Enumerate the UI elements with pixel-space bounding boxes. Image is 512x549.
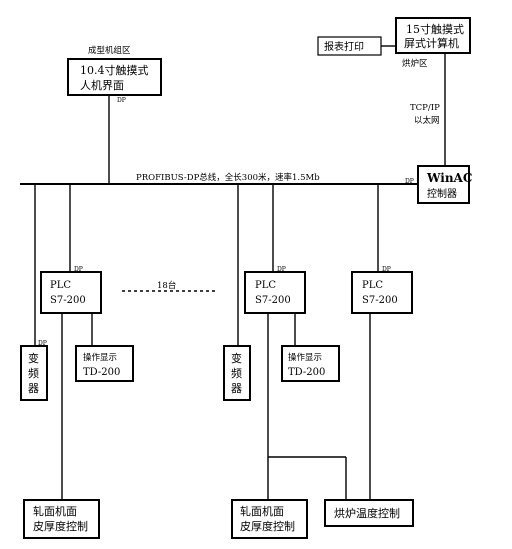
print-label: 报表打印 <box>324 40 364 53</box>
plc3-port-label: DP <box>382 266 391 273</box>
ctrl1-line1: 轧面机面 <box>33 504 77 518</box>
ctrl1-box <box>23 499 100 539</box>
plc3-line2: S7-200 <box>362 295 398 306</box>
oven-box <box>324 499 414 527</box>
labels: 成型机组区 10.4寸触摸式 人机界面 DP 15寸触摸式 屏式计算机 烘炉区 … <box>28 22 472 533</box>
winac-line1: WinAC <box>426 171 472 185</box>
touch10-line2: 人机界面 <box>80 78 124 92</box>
ctrl2-line2: 皮厚度控制 <box>240 519 295 533</box>
td1-box <box>75 345 134 382</box>
inverter1-char2: 频 <box>28 366 39 380</box>
oven-label: 烘炉温度控制 <box>334 506 400 520</box>
td1-line1: 操作显示 <box>83 352 117 363</box>
touch10-line1: 10.4寸触摸式 <box>80 63 149 77</box>
winac-box <box>417 165 470 204</box>
winac-line2: 控制器 <box>427 187 457 200</box>
boxes <box>20 17 471 539</box>
inverter1-char1: 变 <box>28 351 39 365</box>
ethernet-label-line2: 以太网 <box>414 115 440 126</box>
plc2-box <box>244 271 306 314</box>
touch10-area-label: 成型机组区 <box>88 45 131 56</box>
ctrl2-box <box>231 499 308 539</box>
inverter2-char2: 频 <box>231 366 242 380</box>
inverter1-port-label: DP <box>38 340 47 347</box>
count-label: 18台 <box>157 280 176 291</box>
inverter2-char1: 变 <box>231 351 242 365</box>
inverter1-char3: 器 <box>28 382 39 395</box>
wires <box>20 45 446 500</box>
inverter2-box <box>223 345 251 401</box>
winac-port-label: DP <box>405 178 414 185</box>
touch10-box <box>67 58 162 96</box>
inverter2-char3: 器 <box>231 382 242 395</box>
plc2-port-label: DP <box>277 266 286 273</box>
plc2-line1: PLC <box>255 280 276 291</box>
plc3-line1: PLC <box>362 280 383 291</box>
td2-line1: 操作显示 <box>288 352 322 363</box>
touch15-area-label: 烘炉区 <box>402 58 428 69</box>
td2-box <box>281 345 340 382</box>
ethernet-label-line1: TCP/IP <box>410 103 440 113</box>
td1-line2: TD-200 <box>83 367 120 378</box>
touch10-port-label: DP <box>117 97 126 104</box>
bus-label: PROFIBUS-DP总线，全长300米，速率1.5Mb <box>136 172 320 183</box>
touch15-line1: 15寸触摸式 <box>406 22 464 36</box>
plc3-box <box>351 271 413 314</box>
plc1-line1: PLC <box>50 280 71 291</box>
ctrl2-line1: 轧面机面 <box>240 504 284 518</box>
touch15-line2: 屏式计算机 <box>404 36 459 50</box>
plc1-box <box>40 271 102 314</box>
inverter1-box <box>20 345 48 401</box>
ctrl1-line2: 皮厚度控制 <box>33 519 88 533</box>
print-box <box>317 36 382 56</box>
plc1-line2: S7-200 <box>50 295 86 306</box>
touch15-box <box>395 17 471 54</box>
plc1-port-label: DP <box>74 266 83 273</box>
plc2-line2: S7-200 <box>255 295 291 306</box>
td2-line2: TD-200 <box>288 367 325 378</box>
